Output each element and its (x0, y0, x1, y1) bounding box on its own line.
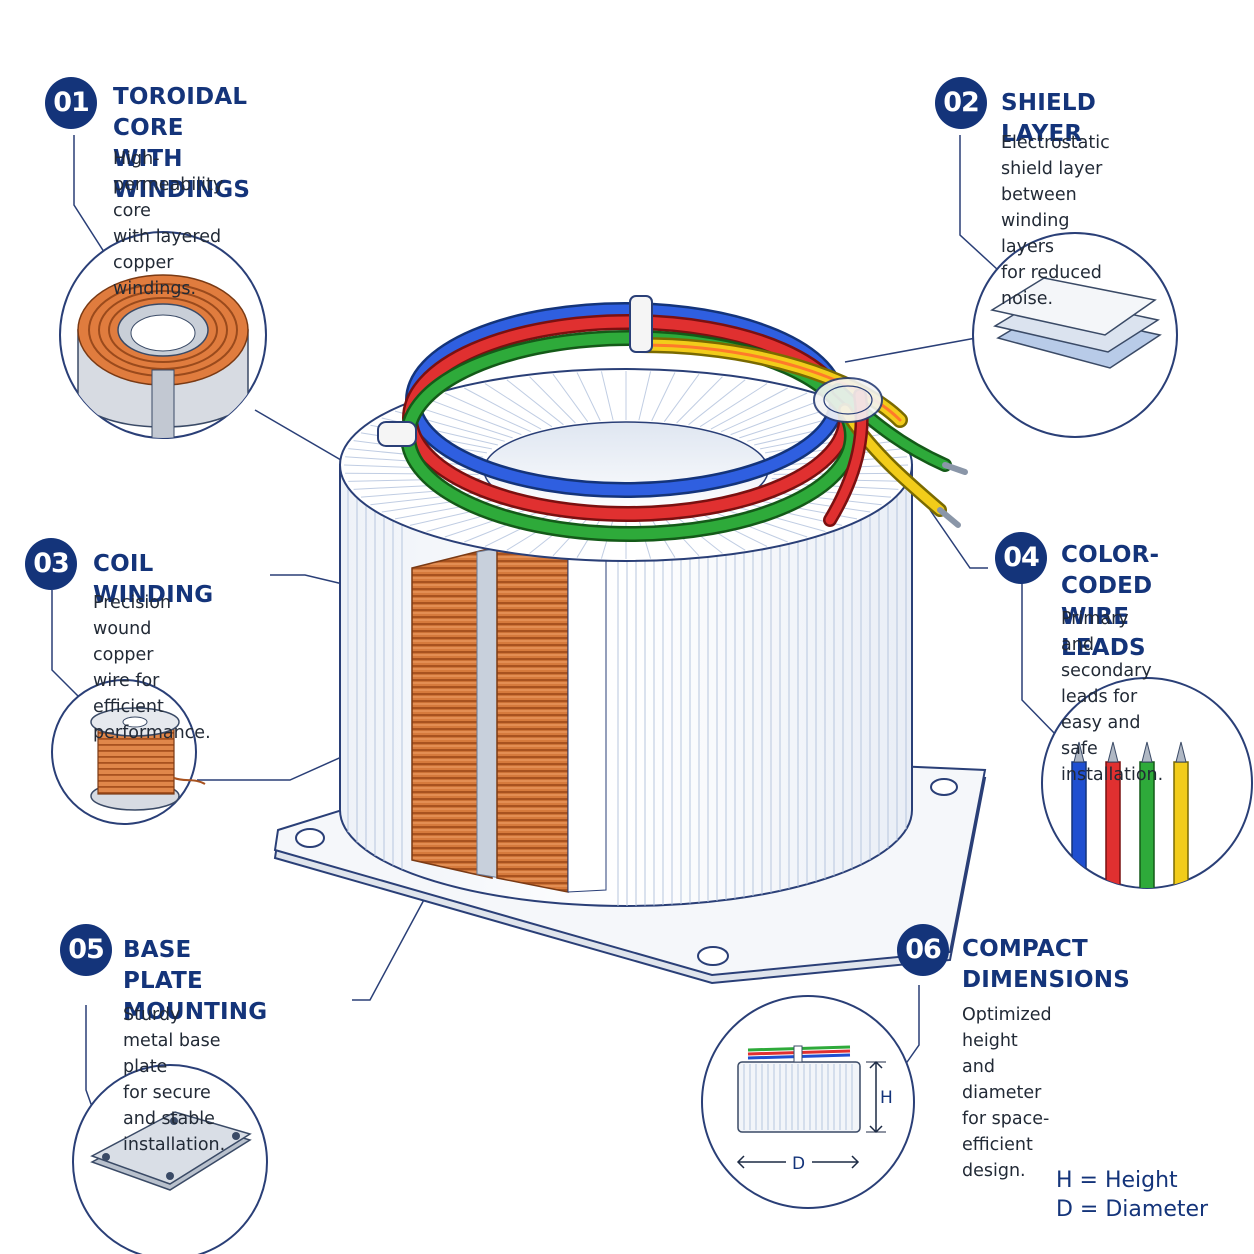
winding-line (506, 379, 564, 426)
legend-height: H = Height (1056, 1168, 1178, 1193)
diameter-dimension-label: D (792, 1154, 805, 1174)
winding-line (730, 398, 826, 436)
winding-line (394, 498, 505, 520)
winding-line (710, 387, 788, 430)
callout-title: COMPACT DIMENSIONS (962, 936, 1130, 993)
winding-line (730, 504, 826, 532)
winding-line (651, 372, 676, 421)
height-dimension-label: H (880, 1088, 893, 1108)
winding-line (720, 507, 808, 538)
callout-description: Primary and secondary leads for easy and… (1061, 609, 1164, 785)
base-plate-detail-icon (72, 1064, 268, 1254)
toroidal-core-detail-icon (59, 231, 267, 439)
step-number-badge: 06 (897, 924, 949, 976)
callout-title: COIL WINDING (93, 551, 214, 608)
winding-line (464, 387, 542, 430)
winding-line (699, 383, 768, 428)
winding-line (638, 371, 652, 421)
winding-line (381, 494, 498, 513)
winding-line (426, 398, 522, 436)
callout-description: High-permeability core with layered copp… (113, 149, 224, 299)
dimension-legend: H = Height D = Diameter (1056, 1166, 1208, 1224)
copper-spool-detail-icon (51, 679, 206, 825)
step-number-badge: 02 (935, 77, 987, 129)
winding-line (720, 392, 808, 433)
step-number-badge: 04 (995, 532, 1047, 584)
winding-line (552, 373, 589, 422)
step-number-badge: 01 (45, 77, 97, 129)
shield-layer-detail-icon (972, 232, 1178, 438)
wire-leads-detail-icon (1041, 677, 1253, 889)
winding-line (576, 372, 601, 421)
callout-title: TOROIDAL CORE WITH WINDINGS (113, 84, 251, 203)
step-number-badge: 05 (60, 924, 112, 976)
winding-line (600, 371, 614, 421)
leader-lines (51, 135, 1059, 1119)
legend-diameter: D = Diameter (1056, 1197, 1209, 1222)
callout-description: Electrostatic shield layer between windi… (1001, 133, 1110, 309)
winding-line (529, 376, 576, 424)
wire-leads (377, 295, 968, 542)
callout-description: Precision wound copper wire for efficien… (93, 593, 211, 743)
callout-title: COLOR-CODED WIRE LEADS (1061, 542, 1160, 661)
winding-line (444, 392, 532, 433)
winding-line (409, 404, 513, 439)
winding-line (663, 373, 700, 422)
callout-title: BASE PLATE MOUNTING (123, 937, 268, 1025)
winding-line (688, 379, 746, 426)
coil-winding-section (411, 544, 607, 893)
winding-line (676, 376, 723, 424)
callout-title: SHIELD LAYER (1001, 90, 1097, 147)
dimensions-detail-icon: H D (701, 995, 915, 1209)
callout-description: Sturdy metal base plate for secure and s… (123, 1005, 226, 1155)
step-number-badge: 03 (25, 538, 77, 590)
winding-line (484, 383, 553, 428)
callout-description: Optimized height and diameter for space-… (962, 1005, 1052, 1181)
